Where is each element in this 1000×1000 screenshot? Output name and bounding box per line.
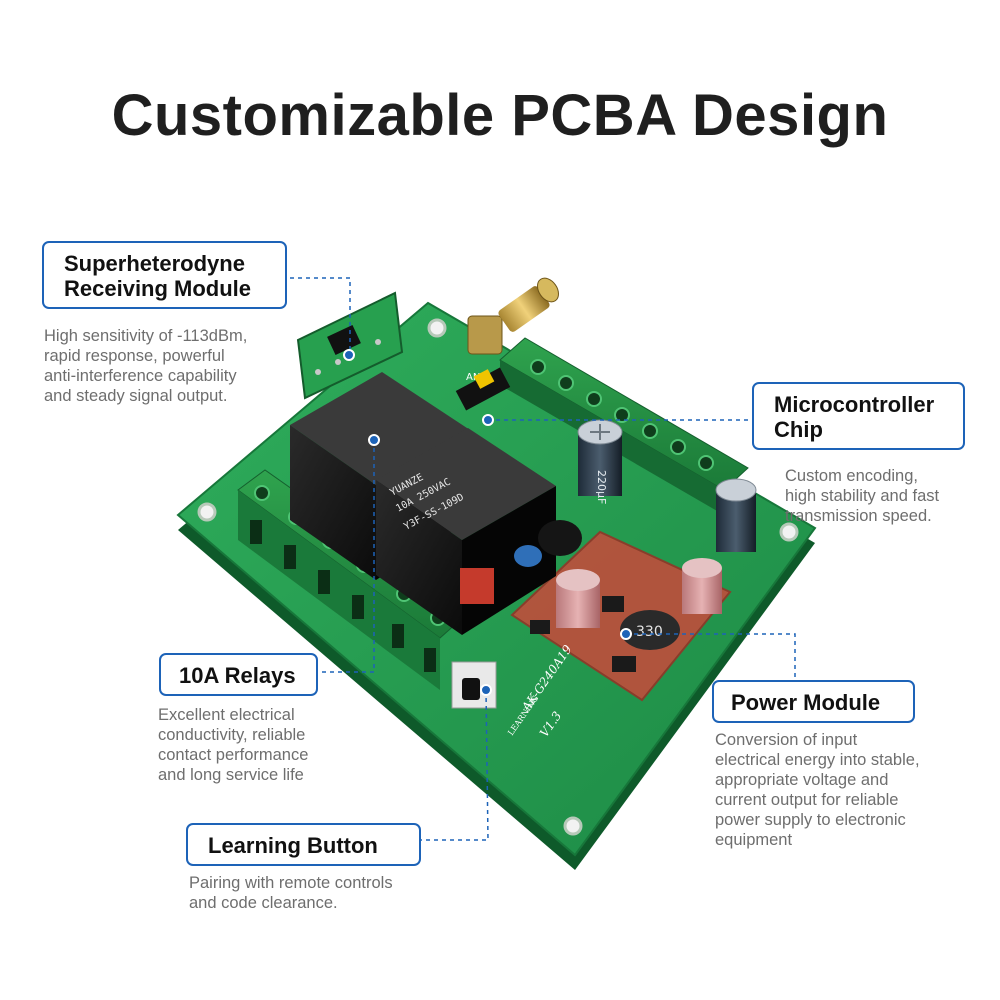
film-capacitor xyxy=(460,568,494,604)
learning-label-box: Learning Button xyxy=(186,823,421,866)
mcu-marker xyxy=(482,414,494,426)
receiver-marker xyxy=(343,349,355,361)
power-module-caps xyxy=(556,558,722,628)
jumper-header xyxy=(455,367,511,411)
receiver-description: High sensitivity of -113dBm, rapid respo… xyxy=(44,327,248,405)
inductor-text: 330 xyxy=(636,624,663,640)
learning-marker xyxy=(480,684,492,696)
power-label-box: Power Module xyxy=(712,680,915,723)
learning-label: Learning Button xyxy=(208,833,378,858)
mcu-description: Custom encoding, high stability and fast… xyxy=(785,467,940,525)
power-label: Power Module xyxy=(731,690,881,715)
inductor-330: 330 xyxy=(620,610,680,650)
receiver-label-line2: Receiving Module xyxy=(64,276,252,301)
antenna-connector: ANT xyxy=(466,277,559,383)
power-marker xyxy=(620,628,632,640)
capacitor-small xyxy=(715,478,757,552)
relays-description: Excellent electrical conductivity, relia… xyxy=(158,706,309,784)
power-description: Conversion of input electrical energy in… xyxy=(715,731,920,849)
buzzer xyxy=(538,520,582,556)
mcu-label-line2: Chip xyxy=(774,417,823,442)
leader-lines xyxy=(290,277,796,841)
relays-label: 10A Relays xyxy=(179,663,296,688)
ceramic-capacitor xyxy=(514,545,542,567)
page-title: Customizable PCBA Design xyxy=(111,83,889,148)
mcu-label-box: Microcontroller Chip xyxy=(752,382,965,450)
receiver-module xyxy=(296,291,404,400)
receiver-label-line1: Superheterodyne xyxy=(64,251,245,276)
relays-marker xyxy=(368,434,380,446)
receiver-label-box: Superheterodyne Receiving Module xyxy=(42,241,287,309)
mounting-holes xyxy=(197,318,799,836)
learning-description: Pairing with remote controls and code cl… xyxy=(189,874,393,912)
smd-chips xyxy=(530,596,636,672)
mcu-label-line1: Microcontroller xyxy=(774,392,935,417)
relays-label-box: 10A Relays xyxy=(159,653,318,696)
capacitor-220uf: 220μF xyxy=(577,419,623,504)
cap-value-text: 220μF xyxy=(595,470,608,504)
